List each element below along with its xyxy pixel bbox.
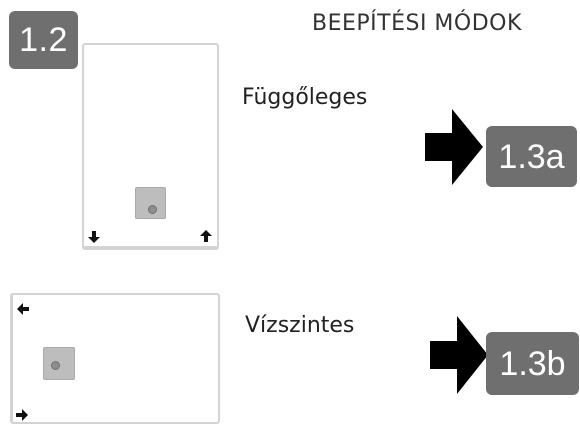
mode-label-vertical: Függőleges	[242, 85, 368, 110]
step-badge-current: 1.2	[9, 11, 78, 69]
device-horizontal-illustration	[10, 293, 220, 424]
switch-knob	[51, 361, 60, 370]
arrow-right-icon	[430, 316, 488, 394]
step-badge-vertical-next[interactable]: 1.3a	[486, 126, 577, 187]
switch-knob	[148, 205, 157, 214]
arrow-up-icon	[199, 229, 213, 243]
mode-label-horizontal: Vízszintes	[245, 313, 355, 338]
step-badge-horizontal-next[interactable]: 1.3b	[486, 332, 579, 395]
arrow-down-icon	[87, 230, 101, 244]
device-switch-vertical	[135, 187, 166, 219]
device-switch-horizontal	[43, 347, 75, 380]
arrow-right-icon	[15, 408, 29, 422]
arrow-left-icon	[16, 302, 30, 316]
arrow-right-icon	[425, 109, 483, 185]
page-title: BEEPÍTÉSI MÓDOK	[312, 11, 522, 36]
